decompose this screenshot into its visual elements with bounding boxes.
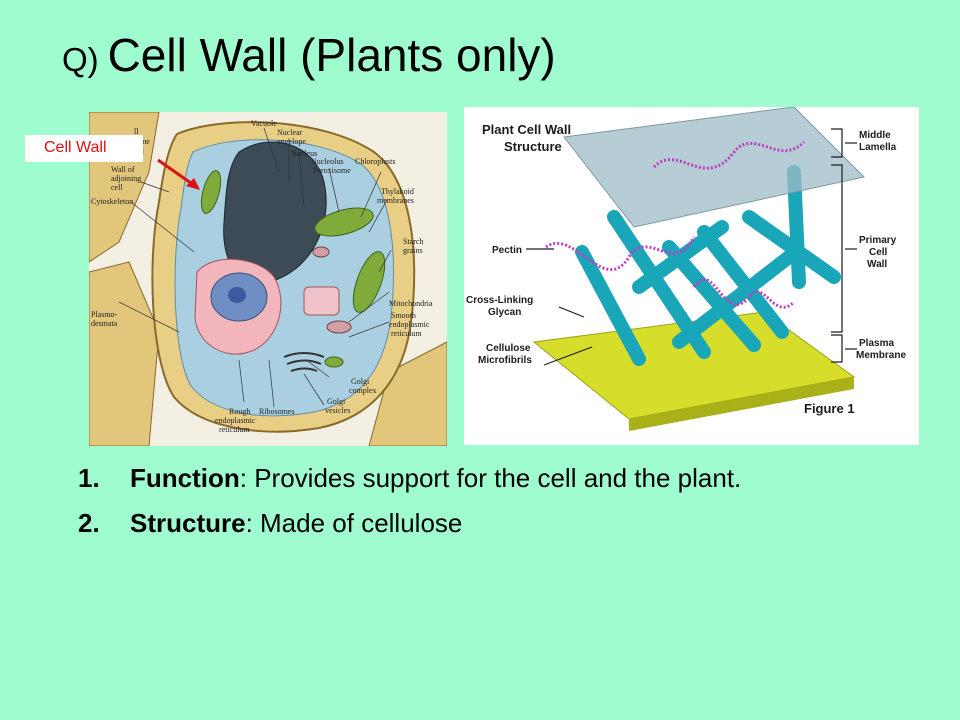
list-item: 2. Structure: Made of cellulose: [78, 507, 898, 540]
label-starch-1: Starch: [403, 237, 423, 246]
list-number: 2.: [78, 508, 100, 538]
definition-list: 1. Function: Provides support for the ce…: [78, 462, 898, 552]
list-number: 1.: [78, 463, 100, 493]
callout-arrow-icon: [157, 158, 200, 190]
label-middle-lamella-2: Lamella: [859, 142, 897, 153]
label-plasma-membrane-2: Membrane: [856, 350, 906, 361]
label-primary-wall-3: Wall: [867, 259, 887, 270]
list-term: Structure: [130, 508, 246, 538]
label-vacuole: Vacuole: [251, 119, 277, 128]
label-peroxisome: Peroxisome: [313, 166, 351, 175]
label-golgi-complex-2: complex: [349, 386, 377, 395]
page-title: Q) Cell Wall (Plants only): [62, 28, 556, 82]
label-plasma-membrane-1: Plasma: [859, 338, 894, 349]
heading-1: Plant Cell Wall: [482, 122, 571, 137]
label-figure: Figure 1: [804, 401, 855, 416]
label-cross-linking-1: Cross-Linking: [466, 295, 533, 306]
list-text: : Made of cellulose: [245, 508, 463, 538]
cell-wall-callout: Cell Wall: [25, 135, 143, 162]
label-wall-fragment-1: ll: [134, 127, 139, 136]
list-text: : Provides support for the cell and the …: [239, 463, 742, 493]
label-smooth-er-2: endoplasmic: [389, 320, 430, 329]
label-cellulose-1: Cellulose: [486, 343, 531, 354]
label-nuclear-envelope-1: Nuclear: [277, 128, 303, 137]
plant-cell-diagram: ll brane all Wall of adjoining cell Cyto…: [89, 112, 447, 446]
title-prefix: Q): [62, 41, 99, 78]
label-plasmodesmata-2: desmata: [91, 319, 118, 328]
label-thylakoid-1: Thylakoid: [381, 187, 414, 196]
label-chloroplasts: Chloroplasts: [355, 157, 395, 166]
label-plasmodesmata-1: Plasmo-: [91, 310, 118, 319]
label-wall-of-adjoining-1: Wall of: [111, 165, 135, 174]
list-item: 1. Function: Provides support for the ce…: [78, 462, 898, 495]
callout-label: Cell Wall: [44, 139, 107, 156]
label-primary-wall-1: Primary: [859, 235, 897, 246]
label-golgi-vesicles-2: vesicles: [325, 406, 350, 415]
label-rough-er-2: endoplasmic: [215, 416, 256, 425]
label-wall-of-adjoining-2: adjoining: [111, 174, 141, 183]
label-wall-of-adjoining-3: cell: [111, 183, 123, 192]
label-cellulose-2: Microfibrils: [478, 355, 532, 366]
cell-wall-structure-diagram: Plant Cell Wall Structure Middle Lamella…: [464, 107, 919, 445]
label-rough-er-3: reticulum: [219, 425, 250, 434]
label-middle-lamella-1: Middle: [859, 130, 891, 141]
label-starch-2: grains: [403, 246, 423, 255]
list-term: Function: [130, 463, 240, 493]
label-primary-wall-2: Cell: [869, 247, 888, 258]
label-golgi-vesicles-1: Golgi: [327, 397, 346, 406]
label-smooth-er-3: reticulum: [391, 329, 422, 338]
label-smooth-er-1: Smooth: [391, 311, 416, 320]
label-ribosomes: Ribosomes: [259, 407, 295, 416]
label-nucleolus: Nucleolus: [311, 157, 343, 166]
label-nucleus: Nucleus: [291, 149, 317, 158]
label-nuclear-envelope-2: envelope: [277, 137, 306, 146]
label-mitochondria: Mitochondria: [389, 299, 433, 308]
label-cytoskeleton: Cytoskeleton: [91, 197, 133, 206]
heading-2: Structure: [504, 139, 562, 154]
label-thylakoid-2: membranes: [377, 196, 414, 205]
label-rough-er-1: Rough: [229, 407, 250, 416]
label-pectin: Pectin: [492, 245, 522, 256]
title-main: Cell Wall (Plants only): [107, 29, 556, 81]
label-golgi-complex-1: Golgi: [351, 377, 370, 386]
label-cross-linking-2: Glycan: [488, 307, 521, 318]
